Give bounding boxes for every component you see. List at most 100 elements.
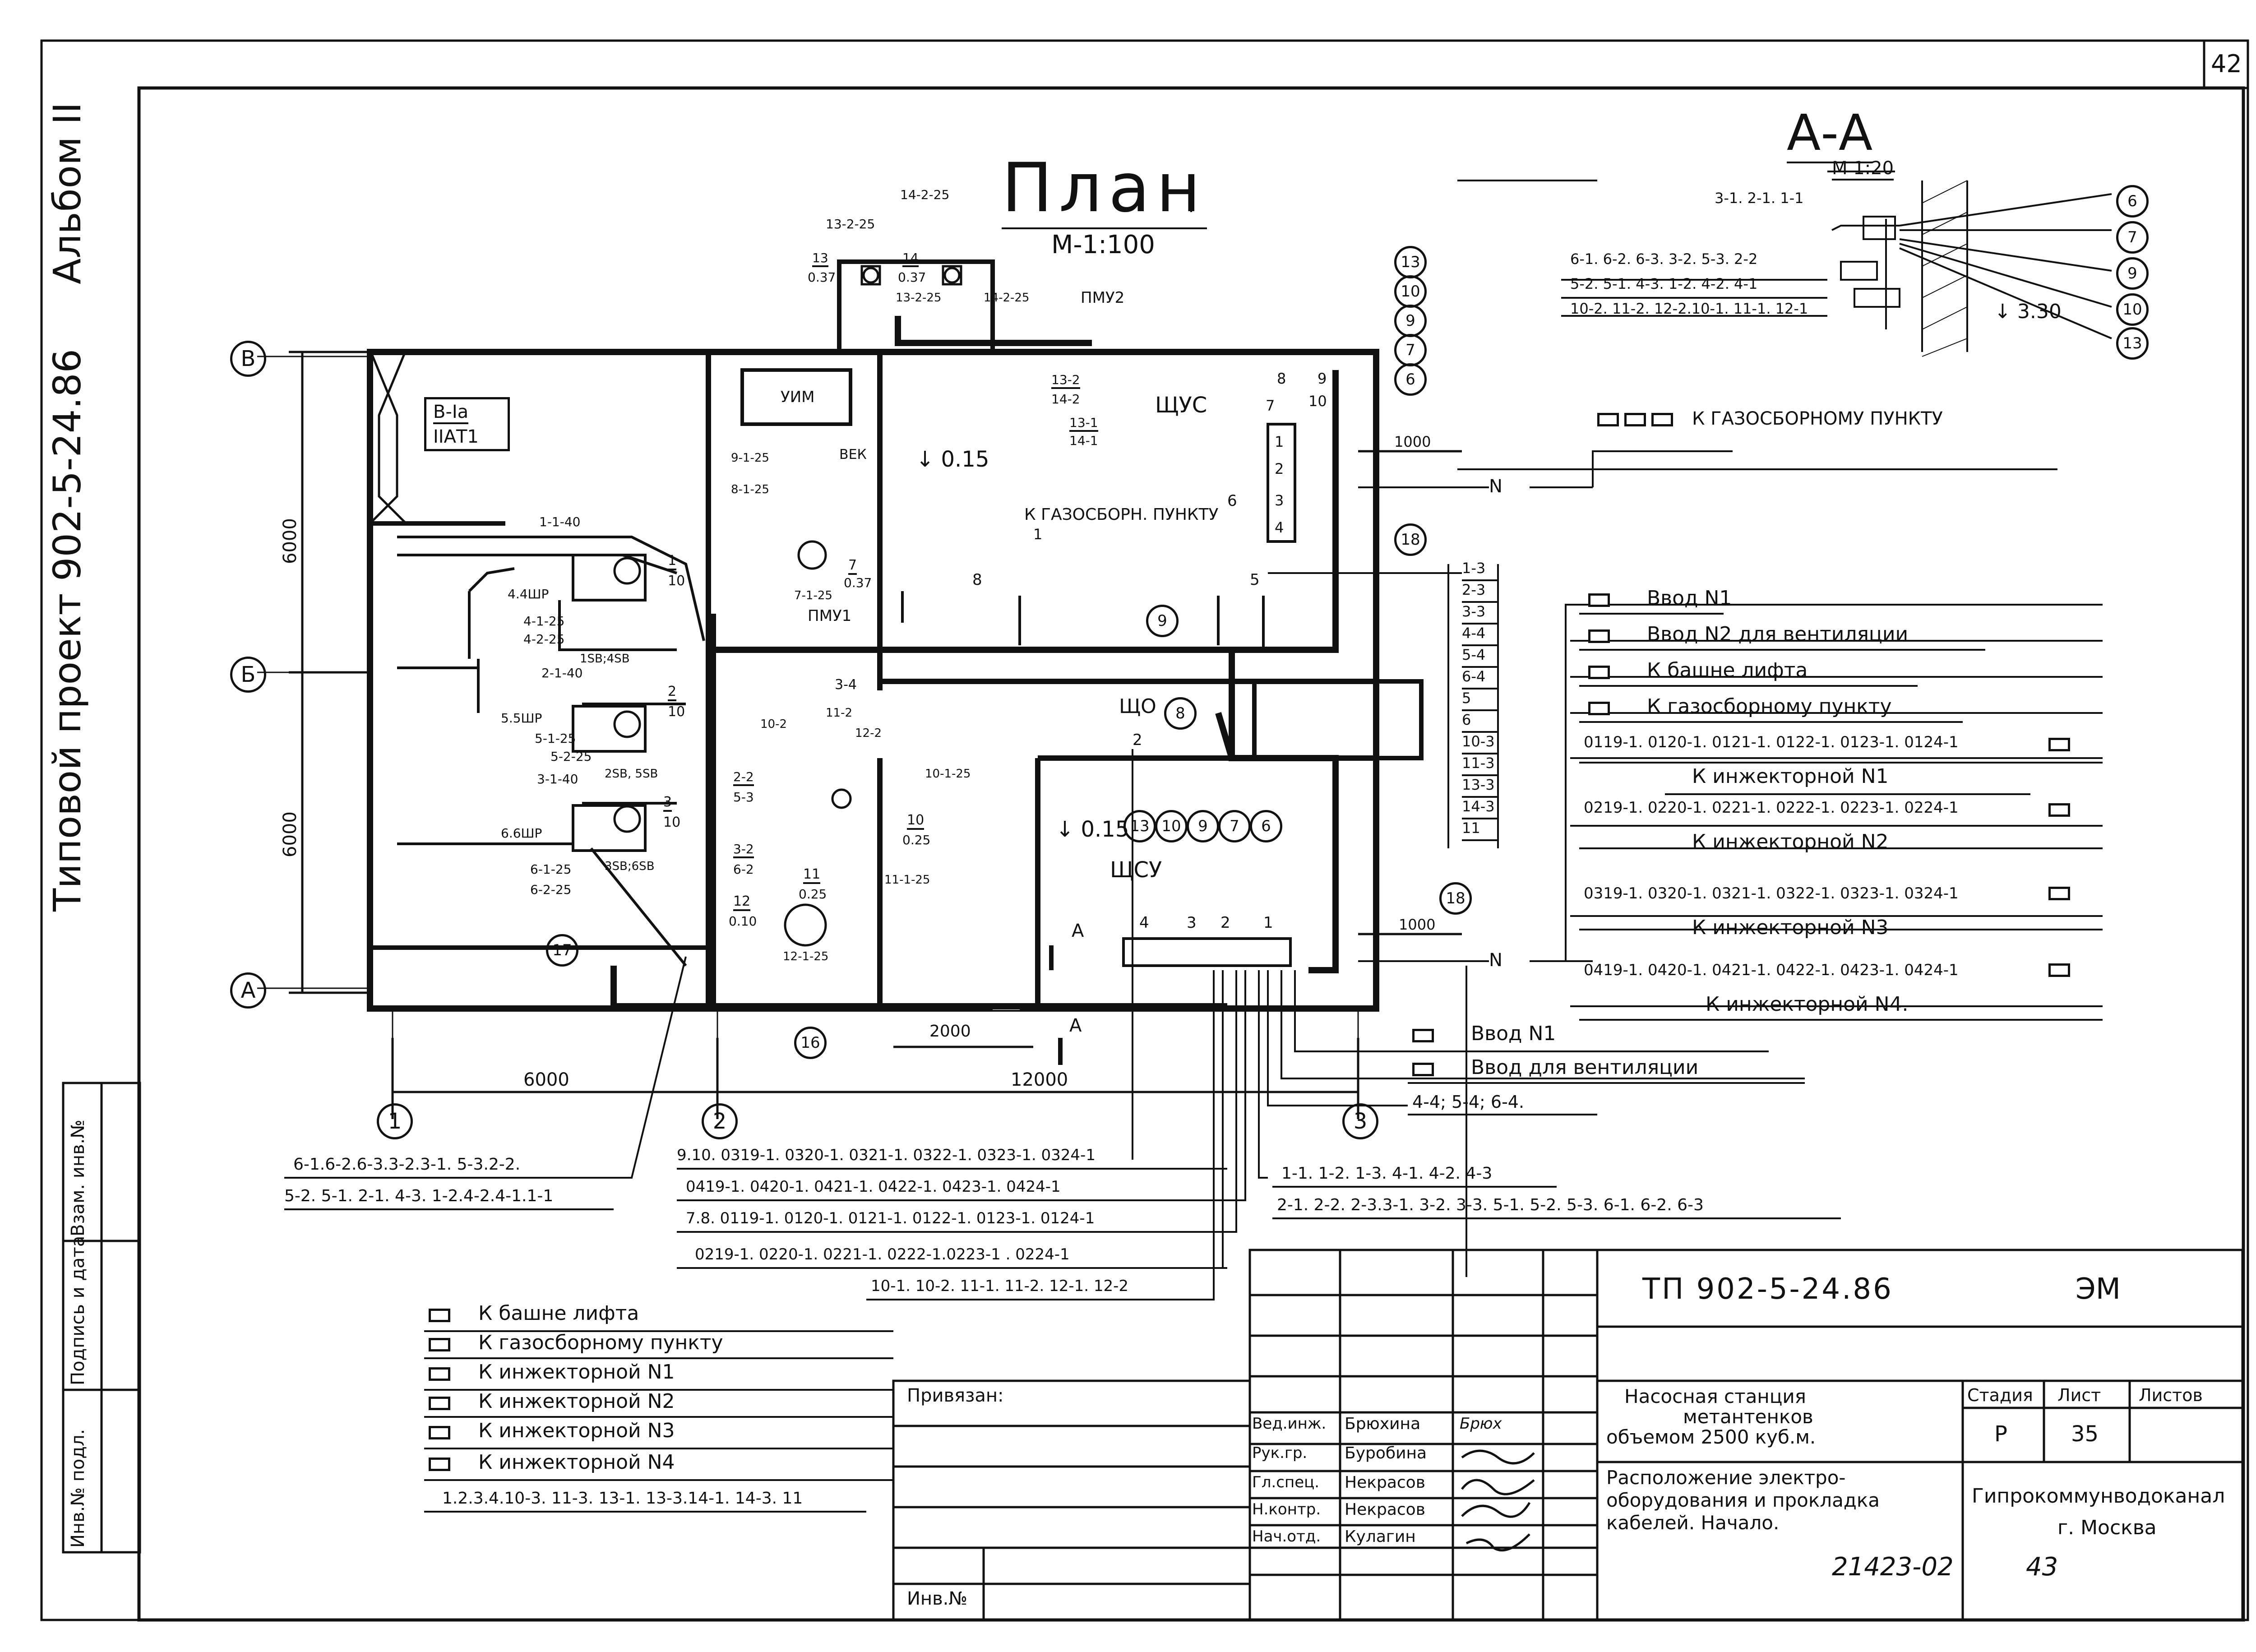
room-class-1: В-Iа (433, 402, 469, 424)
callout-m-list5: 10-1. 10-2. 11-1. 11-2. 12-1. 12-2 (871, 1277, 1129, 1295)
section-circle-label: 9 (2127, 264, 2137, 282)
cable-mark: 11-3 (1462, 754, 1498, 776)
label-shchus: ЩУС (1155, 393, 1207, 418)
legend-symbol (429, 1397, 450, 1410)
label-2-1-40: 2-1-40 (541, 666, 583, 680)
motor-num-1: 1 (668, 553, 677, 570)
label-7-1-25: 7-1-25 (794, 589, 832, 602)
shchsu-num-3: 3 (1187, 914, 1197, 932)
axis-marker-b: Б (230, 657, 266, 693)
legend-item-inj4: К инжекторной N4 (478, 1451, 675, 1474)
level-mark-b: ↓ 0.15 (1056, 817, 1129, 842)
axis-label: Б (240, 662, 256, 687)
shchus-num-4: 4 (1275, 519, 1284, 536)
circle-callout-label: 6 (1405, 370, 1415, 389)
motor-num-10: 10 (907, 812, 925, 830)
section-circle-label: 6 (2127, 192, 2137, 210)
label-44shr: 4.4ШР (508, 587, 549, 602)
label-section-a2: А (1069, 1015, 1082, 1036)
label-14-2-25: 14-2-25 (900, 187, 950, 202)
dim-6000-h: 6000 (523, 1069, 569, 1090)
plan-scale: М-1:100 (1051, 230, 1155, 259)
label-12-2: 12-2 (855, 727, 882, 740)
label-14: 14 (902, 250, 919, 267)
room-class-box (424, 397, 510, 451)
section-circle: 13 (2116, 327, 2149, 360)
tb-name-person-5: Кулагин (1345, 1527, 1416, 1546)
footer-page: 43 (2026, 1552, 2058, 1582)
circle-callout-label: 17 (552, 941, 572, 959)
label-6-1-25: 6-1-25 (530, 862, 572, 877)
callout-inj1: К инжекторной N1 (1692, 765, 1889, 788)
circle-callout-label: 9 (1157, 612, 1167, 630)
cable-symbol (2048, 738, 2070, 751)
callout-m-list4: 0219-1. 0220-1. 0221-1. 0222-1.0223-1 . … (695, 1245, 1070, 1263)
label-3-2: 3-2 (733, 842, 754, 858)
section-scale: М 1:20 (1832, 158, 1894, 180)
tb-role-4: Н.контр. (1252, 1500, 1321, 1518)
motor-num-12: 12 (733, 893, 751, 911)
axis-label: 3 (1353, 1109, 1368, 1134)
level-mark-a: ↓ 0.15 (916, 447, 989, 472)
tb-name-person-2: Буробина (1345, 1444, 1427, 1462)
axis-label: 2 (712, 1109, 727, 1134)
cable-mark: 3-3 (1462, 603, 1498, 625)
tb-stage: Р (1994, 1421, 2007, 1447)
legend-item-gas: К газосборному пункту (478, 1331, 723, 1354)
circle-callout: 8 (1164, 697, 1197, 730)
diamond-8: 8 (972, 571, 982, 589)
shchus-num-10: 10 (1308, 393, 1327, 410)
legend-item-lift: К башне лифта (478, 1302, 639, 1325)
motor-pow-1: 10 (668, 573, 685, 589)
shchus-num-2: 2 (1275, 460, 1284, 477)
circle-callout: 10 (1155, 810, 1188, 842)
circle-callout-label: 6 (1261, 817, 1271, 835)
cable-symbol (2048, 887, 2070, 900)
callout-lift: К башне лифта (1647, 659, 1808, 682)
legend-symbol (429, 1338, 450, 1351)
legend-symbol (429, 1367, 450, 1381)
tb-name-3: объемом 2500 куб.м. (1606, 1426, 1816, 1448)
tb-org-2: г. Москва (2057, 1516, 2157, 1539)
footer-num: 21423-02 (1832, 1552, 1954, 1582)
label-3-4: 3-4 (835, 677, 857, 693)
callout-b-vent-list: 4-4; 5-4; 6-4. (1412, 1092, 1525, 1112)
cable-mark: 5-4 (1462, 646, 1498, 668)
dim-12000-h: 12000 (1011, 1069, 1068, 1090)
callout-gas-top: К ГАЗОСБОРНОМУ ПУНКТУ (1692, 408, 1943, 429)
label-13-1: 13-1 (1069, 415, 1098, 432)
section-circle-label: 7 (2127, 228, 2137, 246)
label-shcho: ЩО (1119, 695, 1156, 718)
tb-inv: Инв.№ (907, 1588, 967, 1609)
circle-callout-label: 13 (1130, 817, 1150, 835)
cable-symbol (1597, 413, 1619, 426)
callout-inj2-list: 0219-1. 0220-1. 0221-1. 0222-1. 0223-1. … (1584, 799, 1959, 817)
axis-label: В (240, 346, 256, 371)
tb-desc-3: кабелей. Начало. (1606, 1512, 1780, 1534)
cable-symbol (1624, 413, 1646, 426)
label-037b: 0.37 (898, 270, 926, 285)
section-line-4: 10-2. 11-2. 12-2.10-1. 11-1. 12-1 (1570, 300, 1808, 317)
label-pmu1: ПМУ1 (808, 607, 852, 625)
axis-marker-3: 3 (1342, 1103, 1378, 1139)
tb-privyazan: Привязан: (907, 1385, 1004, 1406)
section-circle-label: 13 (2122, 334, 2142, 352)
tb-name-person-3: Некрасов (1345, 1473, 1425, 1492)
circle-callout-label: 13 (1401, 253, 1420, 271)
axis-marker-a: А (230, 972, 266, 1009)
cable-mark: 1-3 (1462, 560, 1498, 581)
sheet-number: 42 (2211, 50, 2242, 78)
label-5-1-25: 5-1-25 (535, 731, 576, 746)
cable-symbol (2048, 963, 2070, 977)
label-uim: УИМ (781, 388, 815, 406)
tb-desc-1: Расположение электро- (1606, 1467, 1846, 1489)
circle-callout: 16 (794, 1027, 827, 1059)
cable-symbol (1412, 1063, 1434, 1076)
callout-m-list1: 9.10. 0319-1. 0320-1. 0321-1. 0322-1. 03… (677, 1146, 1096, 1164)
circle-callout: 9 (1146, 605, 1179, 637)
legend-list: 1.2.3.4.10-3. 11-3. 13-1. 13-3.14-1. 14-… (442, 1489, 803, 1508)
label-3sb-6sb: 3SB;6SB (605, 860, 655, 873)
circle-callout-label: 8 (1175, 704, 1185, 722)
label-14-2: 14-2 (1051, 392, 1080, 407)
shchus-num-1: 1 (1275, 433, 1284, 450)
